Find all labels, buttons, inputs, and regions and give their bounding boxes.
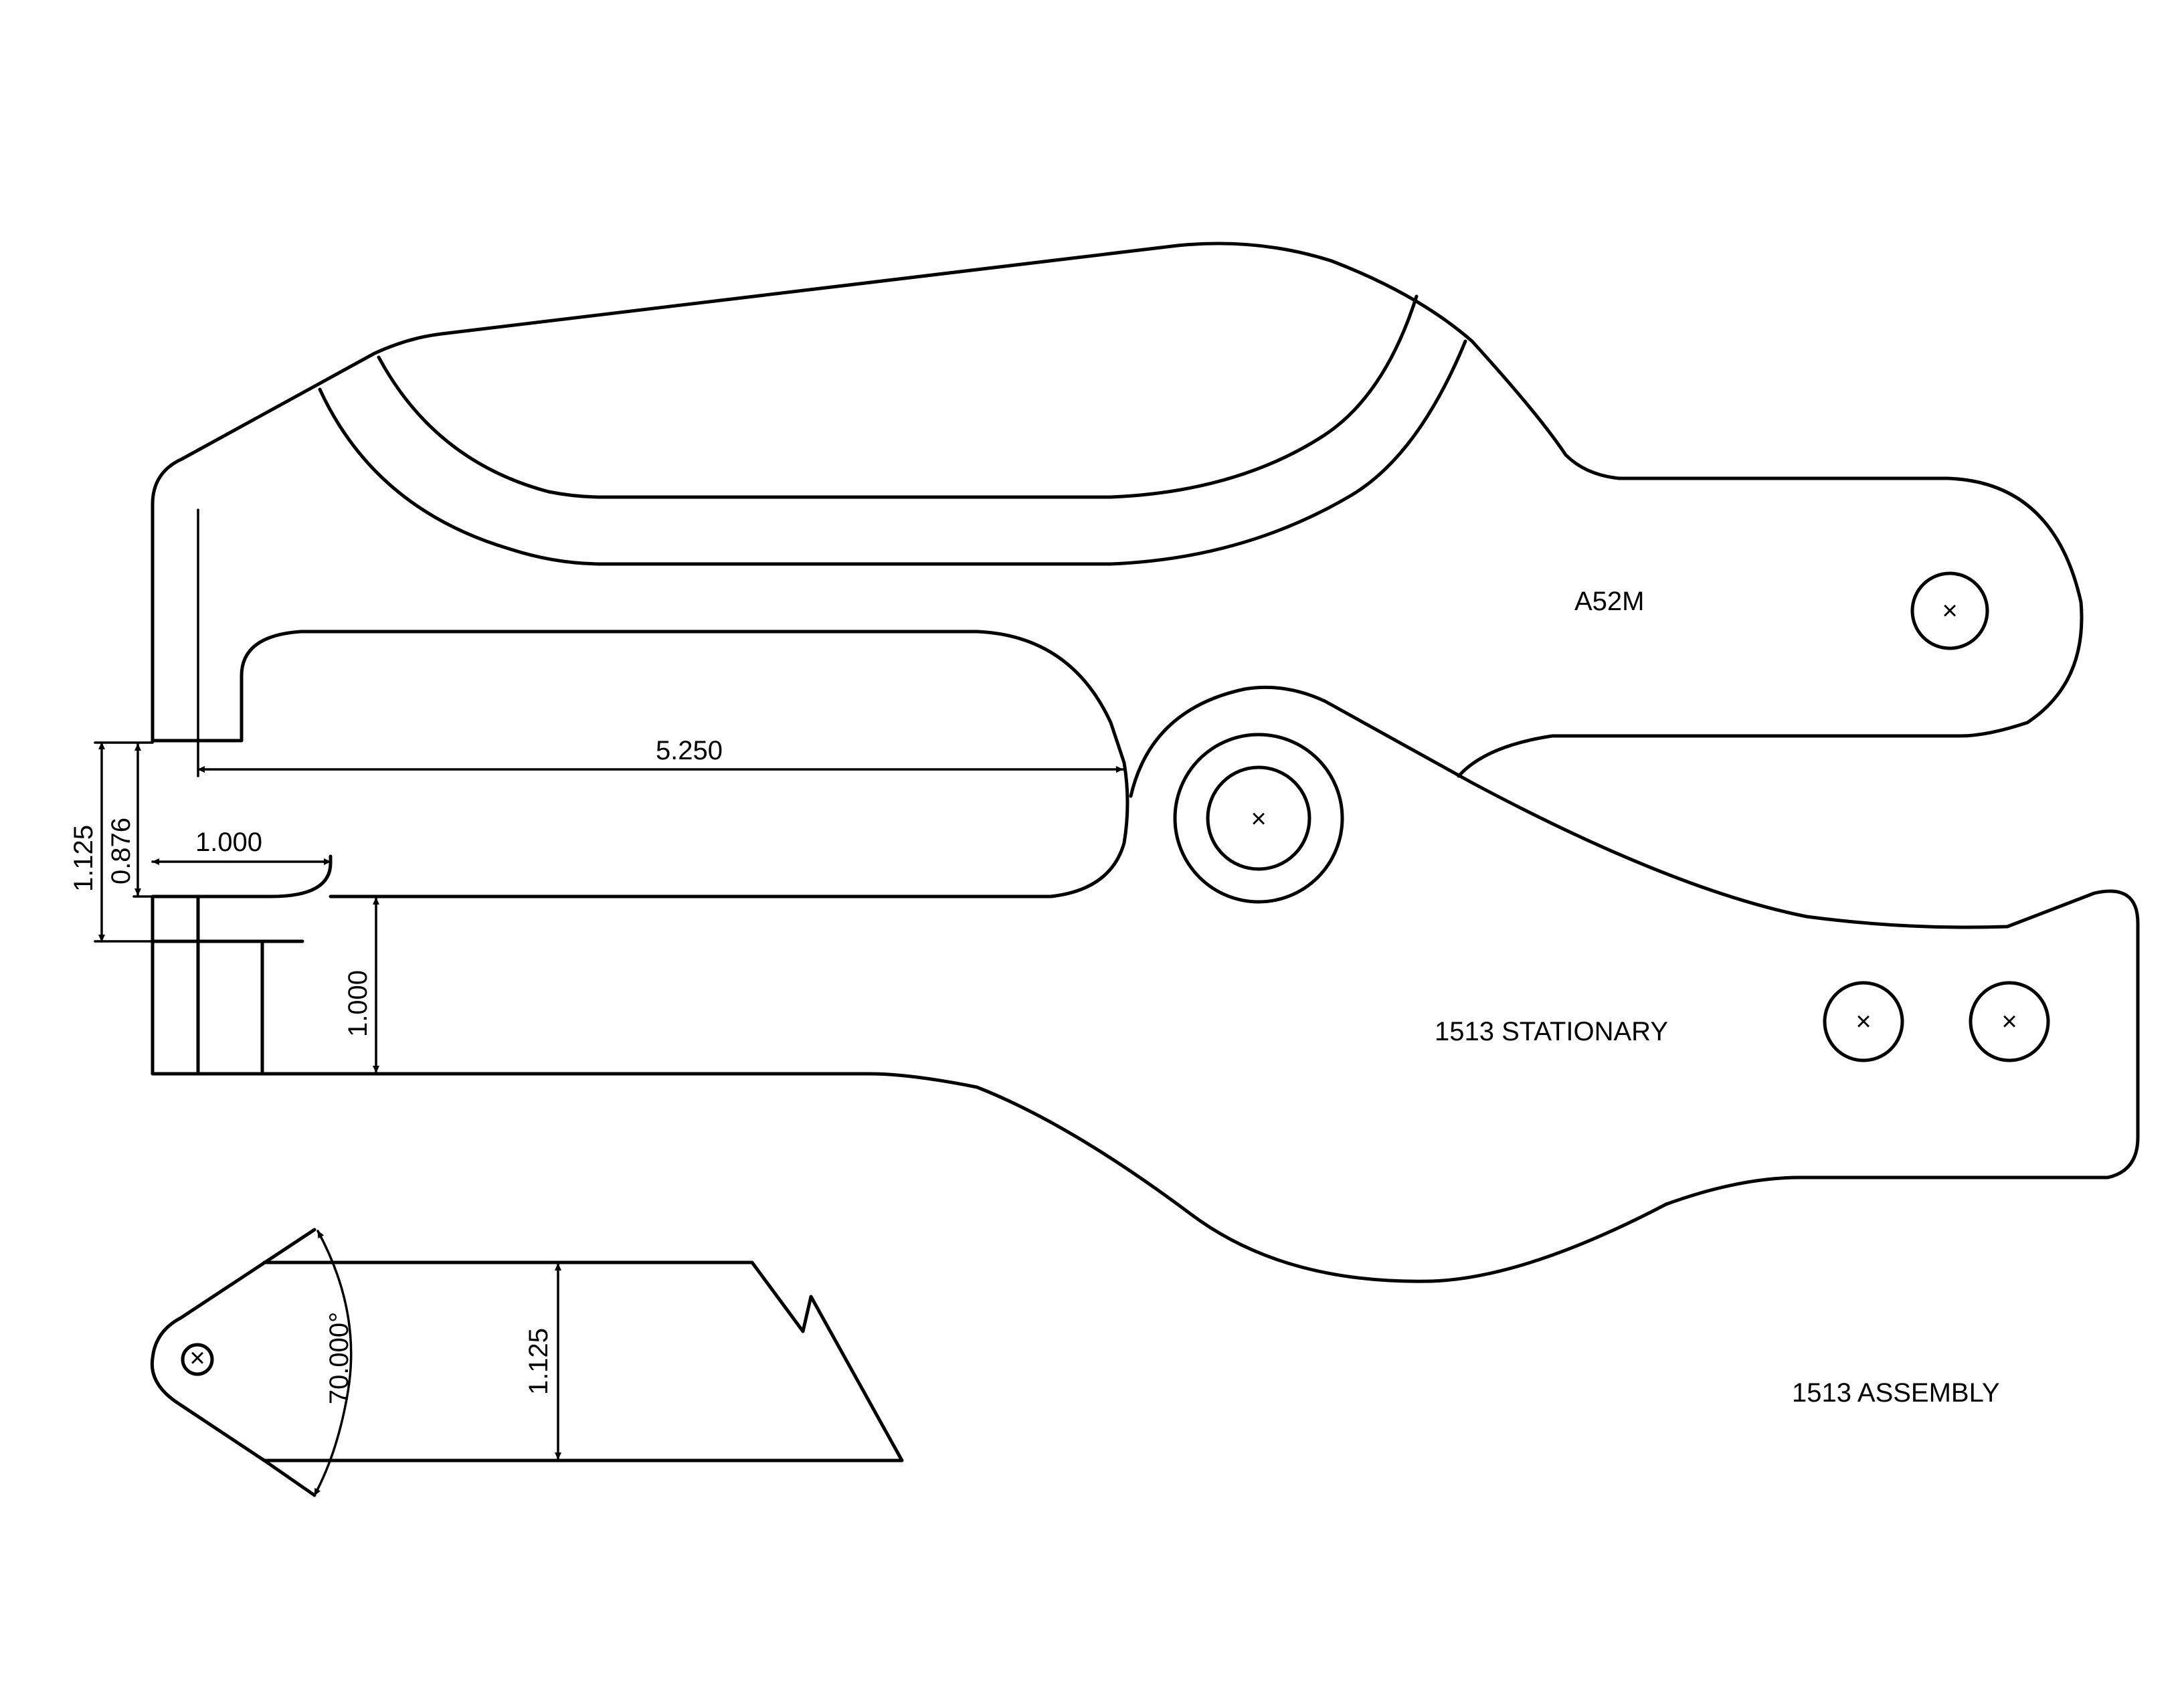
upper-jaw-part: × A52M [151,242,2084,899]
upper-jaw-throat [151,630,1129,899]
lower-pin-hole-left [1823,981,1904,1062]
lower-pin-mark-right-icon: × [2001,1007,2017,1036]
angle-arc [313,1230,353,1497]
pivot-inner-ring [1206,765,1311,871]
dimension-jaw-height: 1.125 [69,741,154,943]
assembly-title: 1513 ASSEMBLY [1792,1378,2000,1408]
dimension-value: 0.876 [106,818,136,884]
lower-jaw-outline [151,685,2140,1283]
upper-jaw-outline [151,242,2084,778]
lower-pin-hole-right [1969,981,2050,1062]
lower-jaw-part: × × × 1513 STATIONARY [151,685,2140,1283]
blade-pin-mark-icon: × [189,1343,205,1373]
dimension-value: 1.000 [195,828,262,857]
upper-pin-mark-icon: × [1942,596,1957,626]
pivot-mark-icon: × [1251,804,1266,834]
dimension-die-width: 1.000 [151,828,332,865]
upper-jaw-slot-outer [318,339,1467,566]
upper-jaw-slot-inner [377,294,1419,499]
blade-edge-lower [262,1458,316,1497]
upper-pin-hole [1910,571,1989,650]
pivot-outer-ring [1173,733,1344,904]
part-label-upper: A52M [1574,587,1645,616]
angle-value: 70.000° [325,1312,354,1404]
blade-detail: × 70.000° 1.125 [150,1228,904,1497]
dimension-jaw-opening: 0.876 [106,743,154,898]
dimension-value: 1.000 [343,970,373,1037]
part-label-lower: 1513 STATIONARY [1435,1017,1668,1046]
dimension-value: 1.125 [69,825,98,892]
dimension-throat-depth: 5.250 [197,508,1124,777]
dimension-value: 5.250 [656,736,723,765]
blade-height-value: 1.125 [524,1328,553,1395]
lower-pin-mark-left-icon: × [1855,1007,1871,1036]
dimension-lower-jaw-height: 1.000 [343,896,379,1074]
blade-pin-ring [181,1343,214,1376]
